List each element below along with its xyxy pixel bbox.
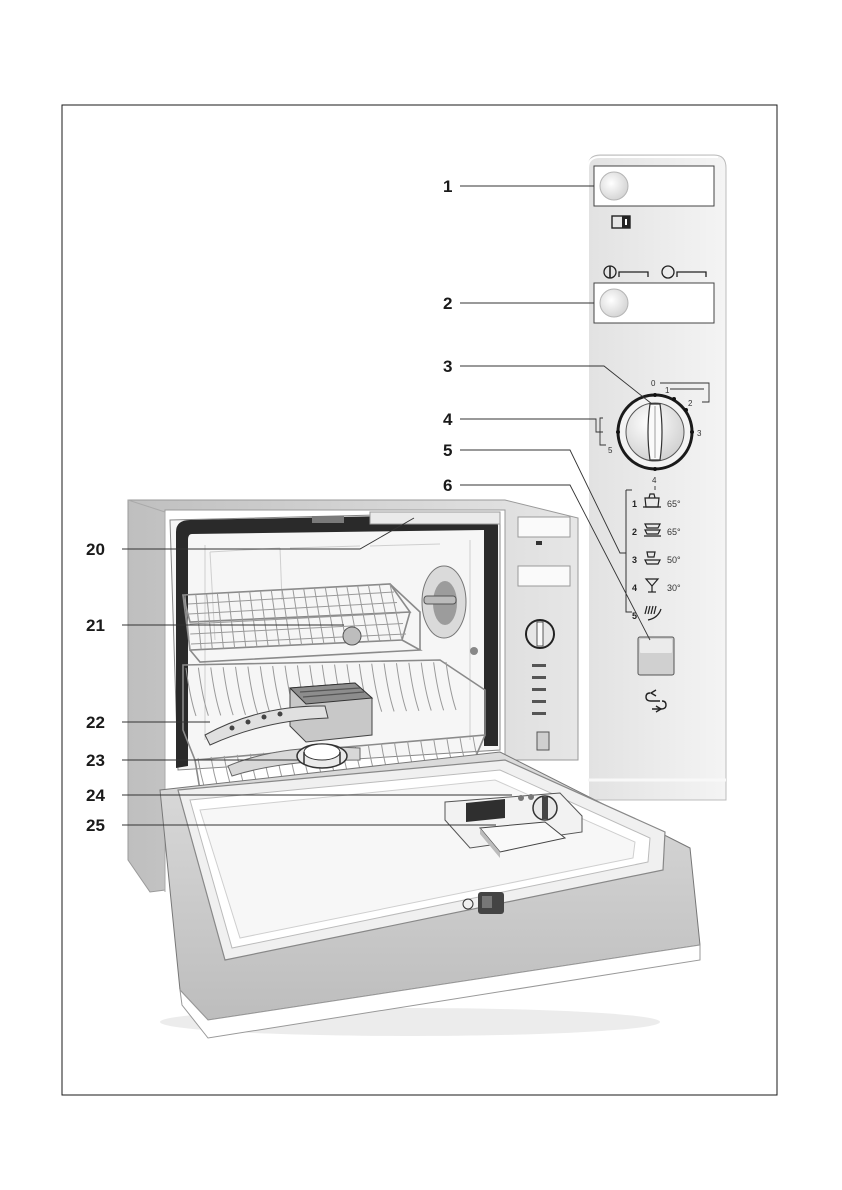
program-temperature: 65° <box>667 527 681 537</box>
detergent-dispenser <box>444 792 583 858</box>
program-row: 1 65° <box>632 493 681 509</box>
dial-tick-0: 0 <box>651 379 656 388</box>
program-number: 4 <box>632 583 637 593</box>
callout-4: 4 <box>443 410 453 429</box>
program-row: 5 <box>632 605 662 621</box>
program-temperature: 50° <box>667 555 681 565</box>
callout-1: 1 <box>443 177 452 196</box>
dial-tick-1: 1 <box>665 386 670 395</box>
cup-plate-icon <box>644 551 661 565</box>
program-temperature: 65° <box>667 499 681 509</box>
callout-3: 3 <box>443 357 452 376</box>
callout-21: 21 <box>86 616 105 635</box>
program-temperature: 30° <box>667 583 681 593</box>
pot-icon <box>643 493 661 508</box>
leader-lines <box>122 185 653 826</box>
callout-5: 5 <box>443 441 452 460</box>
callout-2: 2 <box>443 294 452 313</box>
dial-tick-3: 3 <box>697 429 702 438</box>
program-dial[interactable] <box>616 393 694 471</box>
rinse-spray-icon <box>644 605 662 621</box>
power-off-icon <box>661 265 707 279</box>
callout-22: 22 <box>86 713 105 732</box>
program-table <box>625 489 632 613</box>
control-panel: 0 1 2 3 4 5 1 65° 2 65° 3 50° 4 30° 5 <box>587 154 727 801</box>
callout-6: 6 <box>443 476 452 495</box>
callout-20: 20 <box>86 540 105 559</box>
door-open-icon <box>611 215 631 229</box>
program-number: 1 <box>632 499 637 509</box>
rinse-aid-button[interactable] <box>637 636 675 676</box>
front-panel-mini <box>517 516 571 751</box>
wine-glass-icon <box>644 578 660 593</box>
dial-tick-5: 5 <box>608 446 613 455</box>
button-1[interactable] <box>599 171 629 201</box>
callout-23: 23 <box>86 751 105 770</box>
filter <box>296 743 348 769</box>
rinse-aid-icon <box>645 689 667 713</box>
program-row: 2 65° <box>632 523 681 537</box>
program-row: 4 30° <box>632 578 681 593</box>
upper-basket <box>181 583 423 663</box>
button-2[interactable] <box>599 288 629 318</box>
power-on-icon <box>603 265 649 279</box>
stacked-dishes-icon <box>644 523 661 537</box>
dial-tick-2: 2 <box>688 399 693 408</box>
program-number: 5 <box>632 611 637 621</box>
program-number: 2 <box>632 527 637 537</box>
callout-24: 24 <box>86 786 105 805</box>
dishwasher-illustration <box>127 499 701 1039</box>
callout-25: 25 <box>86 816 105 835</box>
dial-tick-4: 4 <box>652 476 657 485</box>
program-number: 3 <box>632 555 637 565</box>
program-row: 3 50° <box>632 551 681 565</box>
